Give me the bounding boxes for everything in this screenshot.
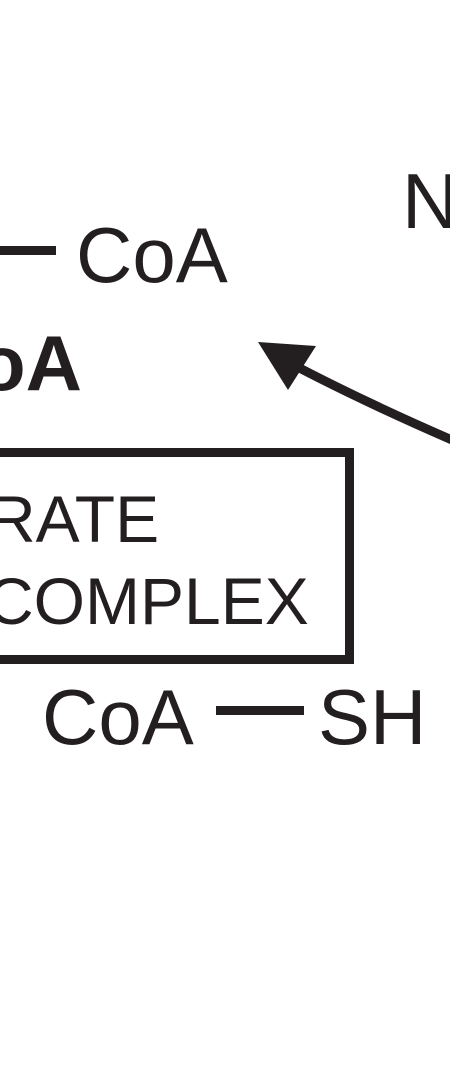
coenzyme-sh-label: SH xyxy=(318,673,427,761)
arrow-head xyxy=(258,342,316,390)
acetyl-coa-name: oA xyxy=(0,319,82,407)
arrow-shaft xyxy=(285,358,450,445)
acetyl-coa-label: CoA xyxy=(76,211,228,299)
enzyme-name-line2: COMPLEX xyxy=(0,564,309,638)
corner-letter: N xyxy=(402,157,450,245)
coenzyme-coa-label: CoA xyxy=(42,673,194,761)
acetyl-bond-line xyxy=(0,246,56,255)
coenzyme-bond-line xyxy=(216,706,304,715)
enzyme-complex-box xyxy=(0,448,354,664)
enzyme-name-line1: RATE xyxy=(0,482,160,556)
